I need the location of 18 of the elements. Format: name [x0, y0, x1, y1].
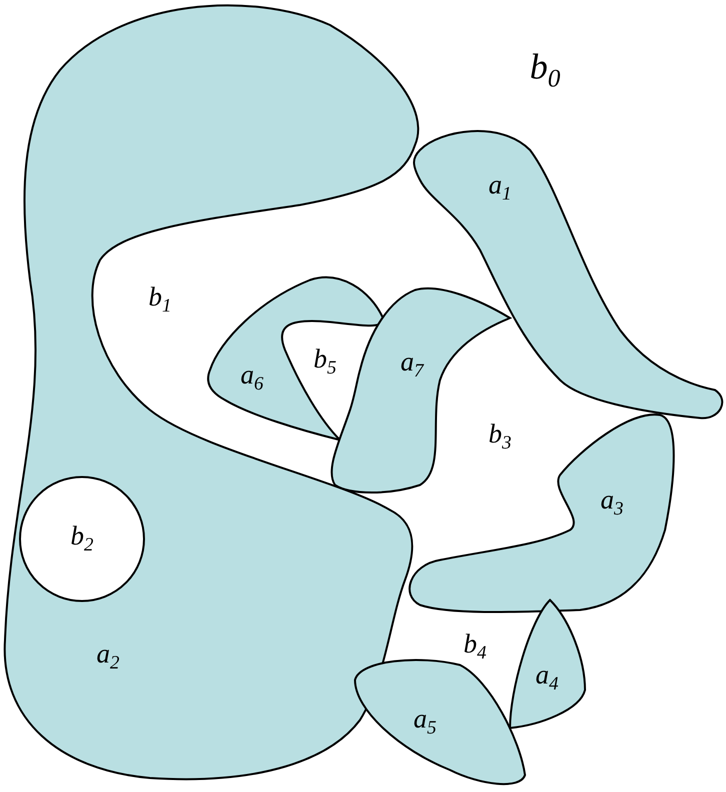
region-label: b$_{4}$	[464, 630, 486, 664]
region-label: a$_{5}$	[414, 705, 436, 739]
region-label: b$_{1}$	[148, 283, 172, 317]
region-label: a$_{3}$	[600, 486, 624, 520]
region-label: a$_{7}$	[400, 348, 424, 382]
region-shape	[413, 130, 724, 420]
region-label: a$_{2}$	[96, 640, 120, 674]
region-label: b$_{0}$	[530, 48, 560, 92]
region-label: a$_{1}$	[488, 171, 512, 205]
region-label: a$_{6}$	[240, 361, 264, 395]
region-label: b$_{5}$	[314, 345, 336, 379]
region-label: b$_{3}$	[488, 420, 512, 454]
region-shape	[19, 476, 145, 602]
region-shape	[408, 413, 675, 613]
region-shape	[207, 276, 384, 441]
region-label: b$_{2}$	[70, 522, 94, 556]
region-shape	[509, 599, 586, 729]
region-label: a$_{4}$	[536, 661, 558, 695]
